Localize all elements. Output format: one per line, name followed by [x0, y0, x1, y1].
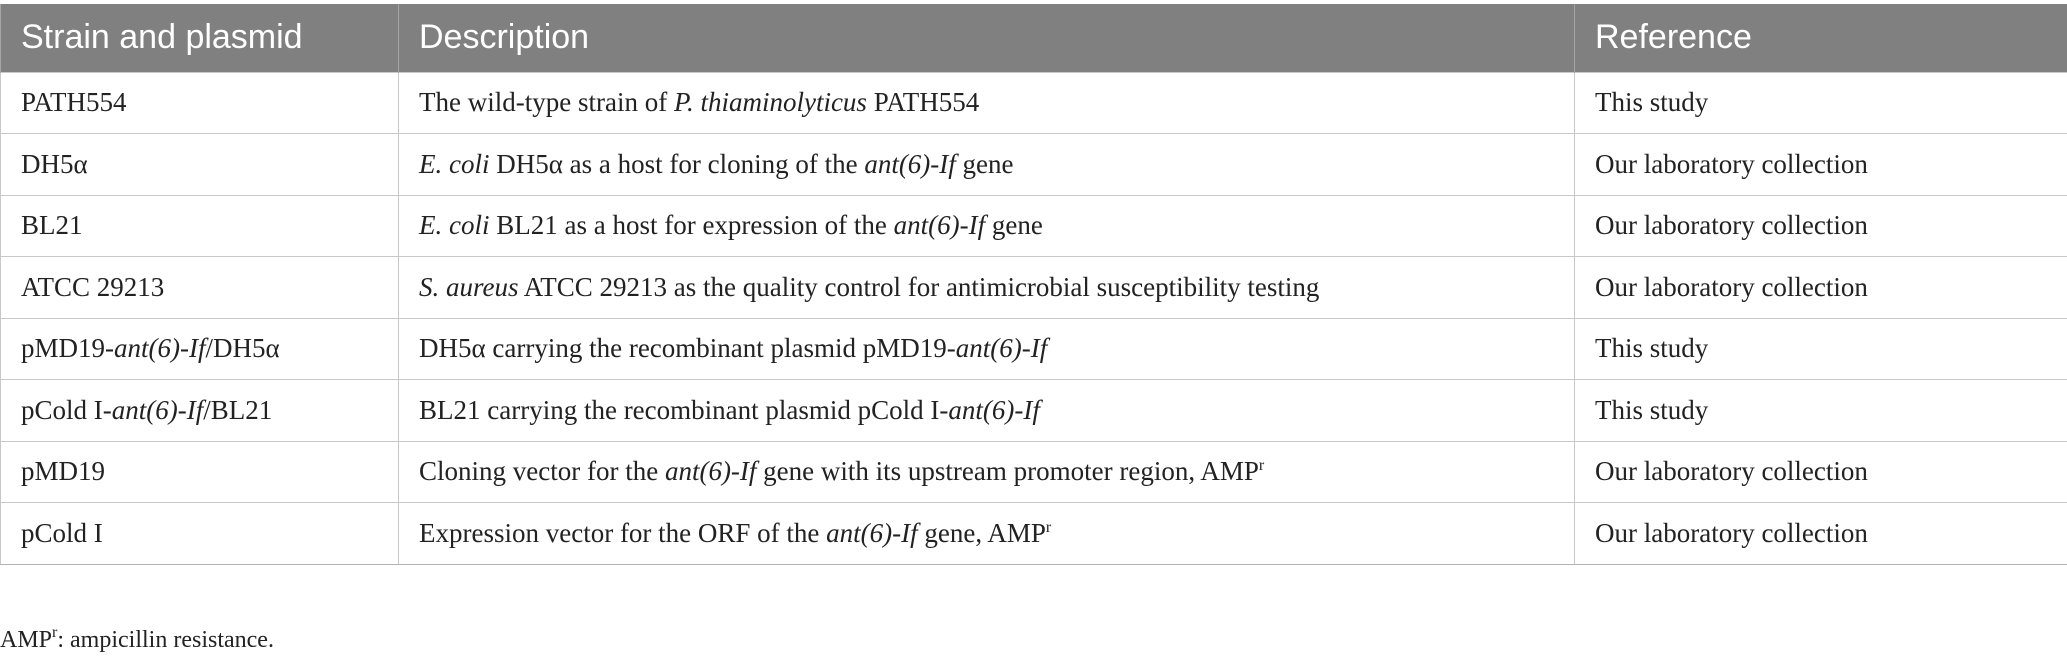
description-fragment: PATH554 — [866, 87, 980, 118]
cell-reference: This study — [1574, 379, 2067, 442]
description-fragment: ant(6)-If — [948, 394, 1040, 425]
description-fragment: S. aureus — [419, 271, 519, 302]
table-row: BL21 E. coli BL21 as a host for expressio… — [0, 194, 2067, 257]
strain-fragment: pMD19- — [21, 333, 114, 364]
strain-fragment: ATCC 29213 — [21, 271, 165, 302]
cell-description: Cloning vector for the ant(6)-If gene wi… — [398, 440, 1575, 503]
cell-reference: This study — [1574, 317, 2067, 380]
strain-fragment: ant(6)-If — [114, 333, 206, 364]
strain-fragment: /BL21 — [203, 394, 273, 425]
description-fragment: ant(6)-If — [664, 456, 757, 487]
cell-strain: pMD19 — [0, 440, 399, 503]
cell-strain: pCold I — [0, 502, 399, 565]
cell-strain: PATH554 — [0, 71, 399, 134]
cell-strain: DH5α — [0, 133, 399, 196]
cell-reference: Our laboratory collection — [1574, 502, 2067, 565]
description-fragment: DH5α carrying the recombinant plasmid pM… — [419, 333, 956, 364]
header-description: Description — [398, 4, 1575, 72]
description-fragment: Cloning vector for the — [419, 456, 665, 487]
header-strain: Strain and plasmid — [0, 4, 399, 72]
description-fragment: r — [1258, 457, 1265, 475]
cell-strain: ATCC 29213 — [0, 256, 399, 319]
cell-reference: Our laboratory collection — [1574, 440, 2067, 503]
footnote-fragment: : ampicillin resistance. — [57, 627, 274, 653]
cell-description: Expression vector for the ORF of the ant… — [398, 502, 1575, 565]
footnote-fragment: r — [52, 624, 58, 641]
cell-reference: Our laboratory collection — [1574, 133, 2067, 196]
header-reference: Reference — [1574, 4, 2067, 72]
description-fragment: P. thiaminolyticus — [673, 87, 867, 118]
cell-reference: This study — [1574, 71, 2067, 134]
strain-fragment: DH5α — [21, 148, 88, 179]
description-fragment: ant(6)-If — [826, 517, 918, 548]
description-fragment: gene — [985, 210, 1043, 241]
description-fragment: E. coli — [419, 210, 490, 241]
strain-fragment: pCold I — [21, 517, 103, 548]
cell-strain: BL21 — [0, 194, 399, 257]
description-fragment: The wild-type strain of — [419, 87, 674, 118]
description-fragment: r — [1045, 518, 1052, 536]
description-fragment: BL21 as a host for expression of the — [489, 210, 894, 241]
strain-fragment: ant(6)-If — [111, 394, 204, 425]
cell-description: BL21 carrying the recombinant plasmid pC… — [398, 379, 1575, 442]
cell-description: E. coli DH5α as a host for cloning of th… — [398, 133, 1575, 196]
description-fragment: ATCC 29213 as the quality control for an… — [518, 271, 1320, 302]
description-fragment: ant(6)-If — [955, 333, 1048, 364]
description-fragment: gene with its upstream promoter region, … — [756, 456, 1259, 487]
table-footnote: AMPr: ampicillin resistance. — [0, 624, 274, 654]
description-fragment: gene — [955, 148, 1014, 179]
strain-plasmid-table: Strain and plasmid Description Reference… — [0, 4, 2067, 565]
table-row: pCold I-ant(6)-If/BL21 BL21 carrying the … — [0, 379, 2067, 442]
table-row: pCold I Expression vector for the ORF of … — [0, 502, 2067, 565]
cell-reference: Our laboratory collection — [1574, 256, 2067, 319]
cell-description: The wild-type strain of P. thiaminolytic… — [398, 71, 1575, 134]
description-fragment: BL21 carrying the recombinant plasmid pC… — [419, 394, 949, 425]
table-row: ATCC 29213 S. aureus ATCC 29213 as the qu… — [0, 256, 2067, 319]
table-row: DH5α E. coli DH5α as a host for cloning o… — [0, 133, 2067, 196]
cell-reference: Our laboratory collection — [1574, 194, 2067, 257]
strain-fragment: pMD19 — [21, 456, 106, 487]
description-fragment: Expression vector for the ORF of the — [419, 517, 827, 548]
table-row: pMD19 Cloning vector for the ant(6)-If ge… — [0, 440, 2067, 503]
cell-description: S. aureus ATCC 29213 as the quality cont… — [398, 256, 1575, 319]
strain-plasmid-table-container: Strain and plasmid Description Reference… — [0, 4, 2067, 565]
table-header: Strain and plasmid Description Reference — [0, 4, 2067, 72]
description-fragment: DH5α as a host for cloning of the — [489, 148, 865, 179]
strain-fragment: /DH5α — [205, 333, 280, 364]
cell-strain: pCold I-ant(6)-If/BL21 — [0, 379, 399, 442]
description-fragment: ant(6)-If — [893, 210, 986, 241]
description-fragment: E. coli — [419, 148, 490, 179]
cell-strain: pMD19-ant(6)-If/DH5α — [0, 317, 399, 380]
strain-fragment: BL21 — [21, 210, 83, 241]
cell-description: E. coli BL21 as a host for expression of… — [398, 194, 1575, 257]
header-row: Strain and plasmid Description Reference — [0, 4, 2067, 72]
footnote-fragment: AMP — [0, 627, 53, 653]
description-fragment: ant(6)-If — [864, 148, 956, 179]
strain-fragment: PATH554 — [21, 87, 127, 118]
cell-description: DH5α carrying the recombinant plasmid pM… — [398, 317, 1575, 380]
description-fragment: gene, AMP — [917, 517, 1046, 548]
strain-fragment: pCold I- — [21, 394, 112, 425]
